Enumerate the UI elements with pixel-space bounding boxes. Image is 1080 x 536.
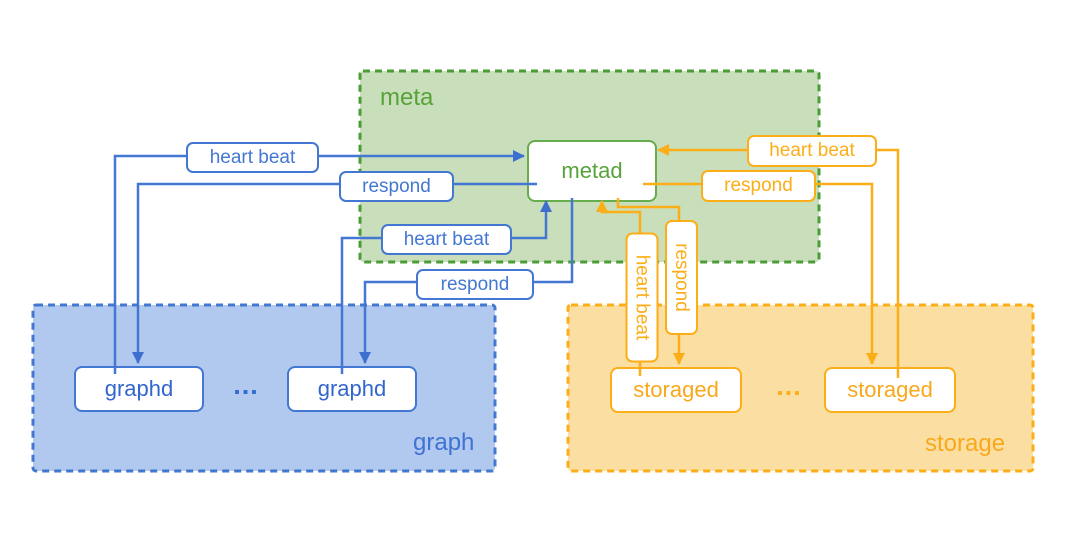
storaged-left-heartbeat-label: heart beat (625, 232, 659, 363)
graphd-right-node: graphd (287, 366, 417, 412)
storaged-right-node: storaged (824, 367, 956, 413)
graphd-left-heartbeat-label: heart beat (186, 142, 319, 173)
storage-zone-label: storage (925, 430, 1006, 457)
storaged-left-node: storaged (610, 367, 742, 413)
storaged-right-respond-label: respond (701, 170, 816, 202)
graph-ellipsis: ... (233, 370, 259, 400)
meta-zone-label: meta (380, 84, 434, 111)
graphd-right-respond-label: respond (416, 269, 534, 300)
graphd-left-respond-label: respond (339, 171, 454, 202)
graphd-left-node: graphd (74, 366, 204, 412)
edge-graphd-left-heartbeat-line (113, 150, 525, 374)
storaged-right-heartbeat-label: heart beat (747, 135, 877, 167)
graph-zone-label: graph (413, 429, 475, 456)
storaged-left-respond-label: respond (665, 220, 698, 335)
metad-node: metad (527, 140, 657, 202)
graphd-right-heartbeat-label: heart beat (381, 224, 512, 255)
storage-ellipsis: ... (776, 371, 802, 401)
